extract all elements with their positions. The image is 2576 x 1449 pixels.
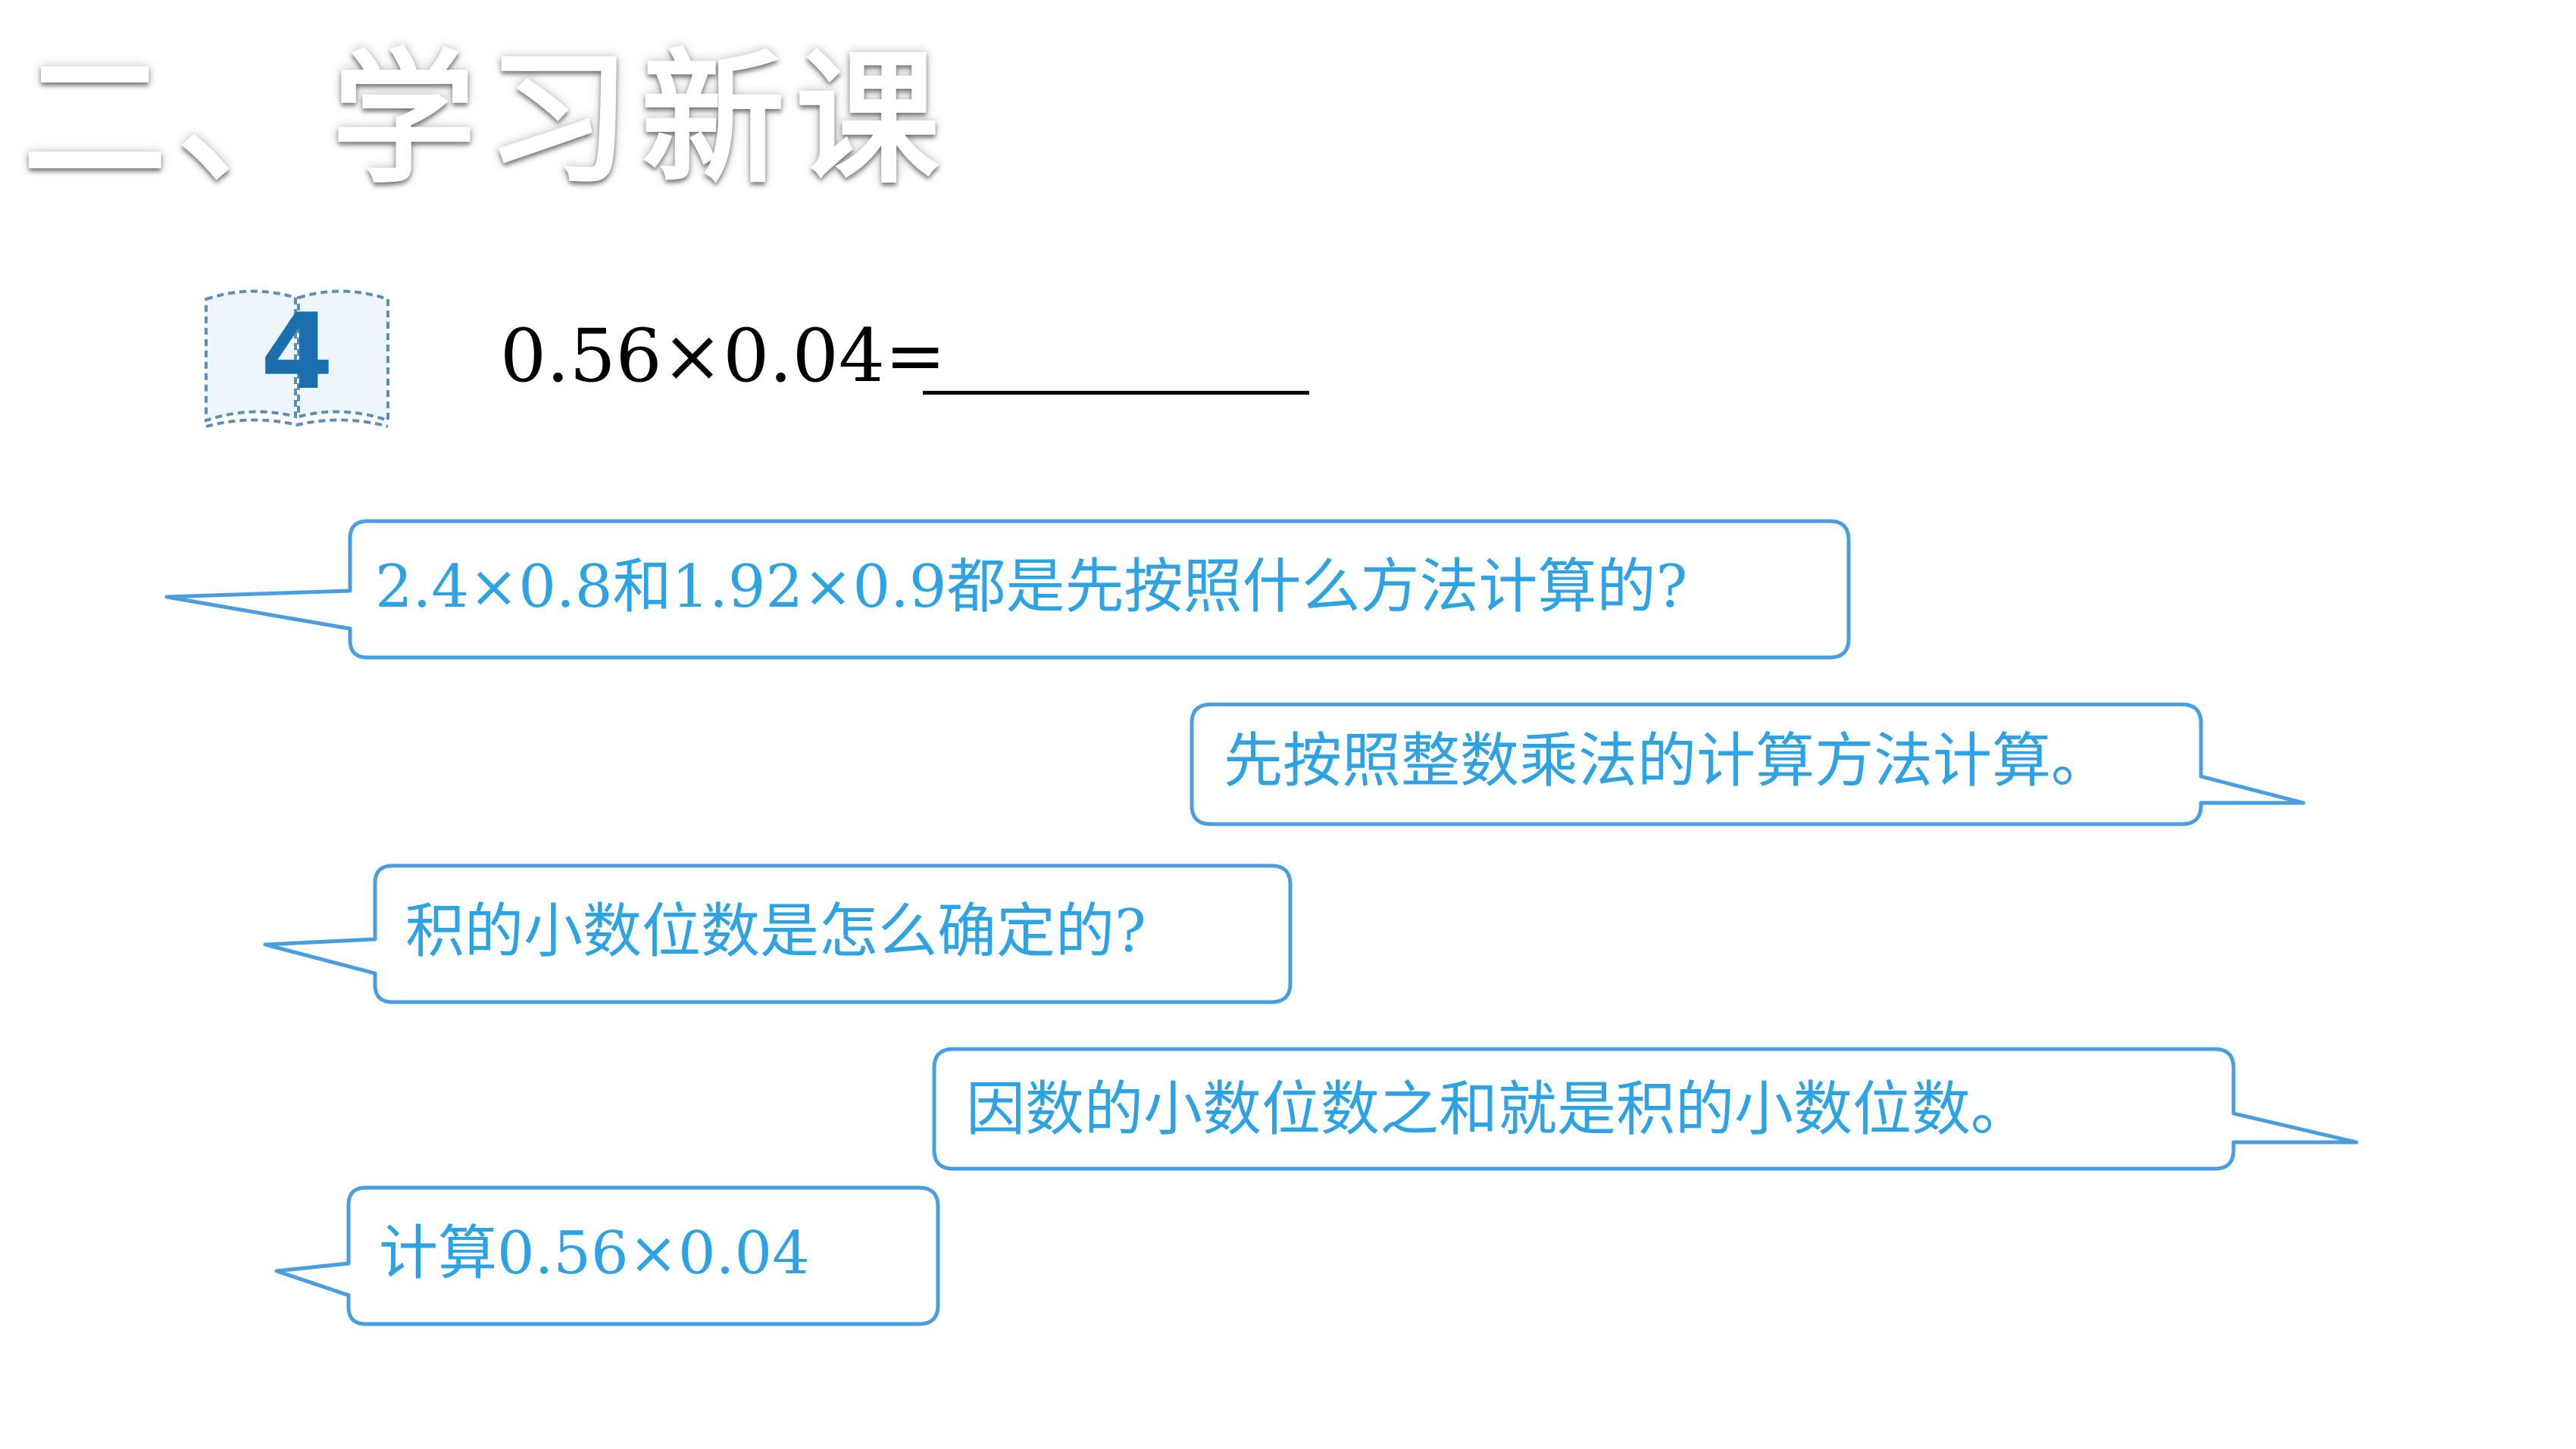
bubble-text-3: 积的小数位数是怎么确定的? xyxy=(405,898,1146,966)
speech-bubble-2 xyxy=(1190,702,2306,826)
example-badge: 4 xyxy=(199,276,395,432)
bubble-text-1: 2.4×0.8和1.92×0.9都是先按照什么方法计算的? xyxy=(375,553,1688,621)
section-title: 二、学习新课 xyxy=(23,36,951,203)
speech-bubble-5 xyxy=(274,1185,940,1326)
example-number: 4 xyxy=(260,291,334,413)
bubble-text-2: 先按照整数乘法的计算方法计算。 xyxy=(1224,727,2111,795)
speech-bubble-1 xyxy=(164,519,1851,660)
speech-bubble-4 xyxy=(932,1047,2359,1171)
problem-expression: 0.56×0.04= xyxy=(500,314,946,398)
book-icon xyxy=(205,289,389,428)
answer-blank xyxy=(923,391,1309,395)
bubble-text-4: 因数的小数位数之和就是积的小数位数。 xyxy=(966,1076,2030,1144)
speech-bubble-3 xyxy=(263,863,1293,1004)
bubble-text-5: 计算0.56×0.04 xyxy=(379,1219,810,1288)
